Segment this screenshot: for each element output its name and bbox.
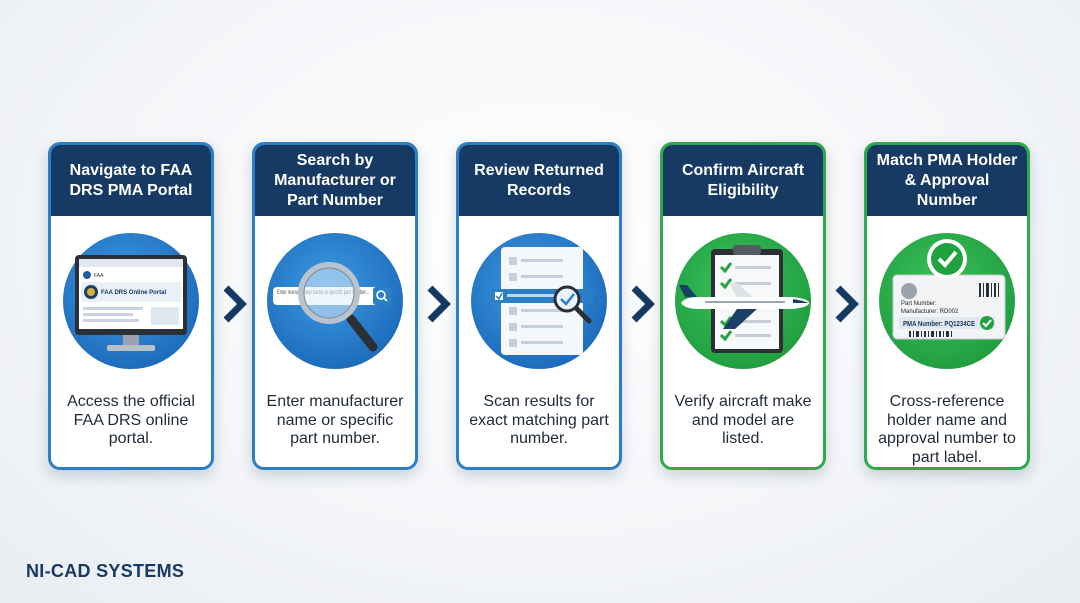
chevron-right-icon: [223, 285, 247, 323]
label-part-number: Part Number:: [901, 301, 937, 307]
step-5-description: Cross-reference holder name and approval…: [878, 393, 1016, 466]
step-1-description: Access the official FAA DRS online porta…: [67, 393, 195, 447]
monitor-header-tag: FAA: [94, 273, 104, 279]
chevron-right-icon: [835, 285, 859, 323]
results-list-icon: [491, 247, 593, 355]
brand-logo-text: NI-CAD SYSTEMS: [26, 561, 185, 581]
step-2-circle: Enter manufacturer name or specific part…: [267, 233, 403, 369]
chevron-right-icon: [427, 285, 451, 323]
step-4-description: Verify aircraft make and model are liste…: [674, 393, 812, 447]
step-3-circle: [471, 233, 607, 369]
label-manufacturer: Manufacturer: RD002: [901, 309, 959, 315]
step-card-2: Search by Manufacturer or Part Number En…: [252, 142, 418, 470]
step-2-description: Enter manufacturer name or specific part…: [266, 393, 404, 447]
step-1-title: Navigate to FAA DRS PMA Portal: [51, 145, 211, 216]
step-3-title: Review Returned Records: [459, 145, 619, 216]
label-pma-number: PMA Number: PQ1234CE: [903, 321, 975, 328]
step-3-description: Scan results for exact matching part num…: [469, 393, 609, 447]
part-label-icon: Part Number: Manufacturer: RD002 PMA Num…: [892, 239, 1006, 340]
monitor-screen-text: FAA DRS Online Portal: [101, 290, 166, 296]
step-card-5: Match PMA Holder & Approval Number Part …: [864, 142, 1030, 470]
step-5-title: Match PMA Holder & Approval Number: [867, 145, 1027, 216]
step-1-circle: FAA FAA DRS Online Portal: [63, 233, 199, 369]
step-2-title: Search by Manufacturer or Part Number: [255, 145, 415, 216]
chevron-right-icon: [631, 285, 655, 323]
clipboard-airplane-icon: [679, 245, 809, 353]
step-card-3: Review Returned Records Scan results for…: [456, 142, 622, 470]
step-5-circle: Part Number: Manufacturer: RD002 PMA Num…: [879, 233, 1015, 369]
magnifier-search-icon: Enter manufacturer name or specific part…: [273, 262, 391, 352]
monitor-icon: FAA FAA DRS Online Portal: [75, 255, 187, 351]
step-card-4: Confirm Aircraft Eligibility Verify airc…: [660, 142, 826, 470]
step-4-title: Confirm Aircraft Eligibility: [663, 145, 823, 216]
step-card-1: Navigate to FAA DRS PMA Portal FAA FAA D…: [48, 142, 214, 470]
step-4-circle: [675, 233, 811, 369]
